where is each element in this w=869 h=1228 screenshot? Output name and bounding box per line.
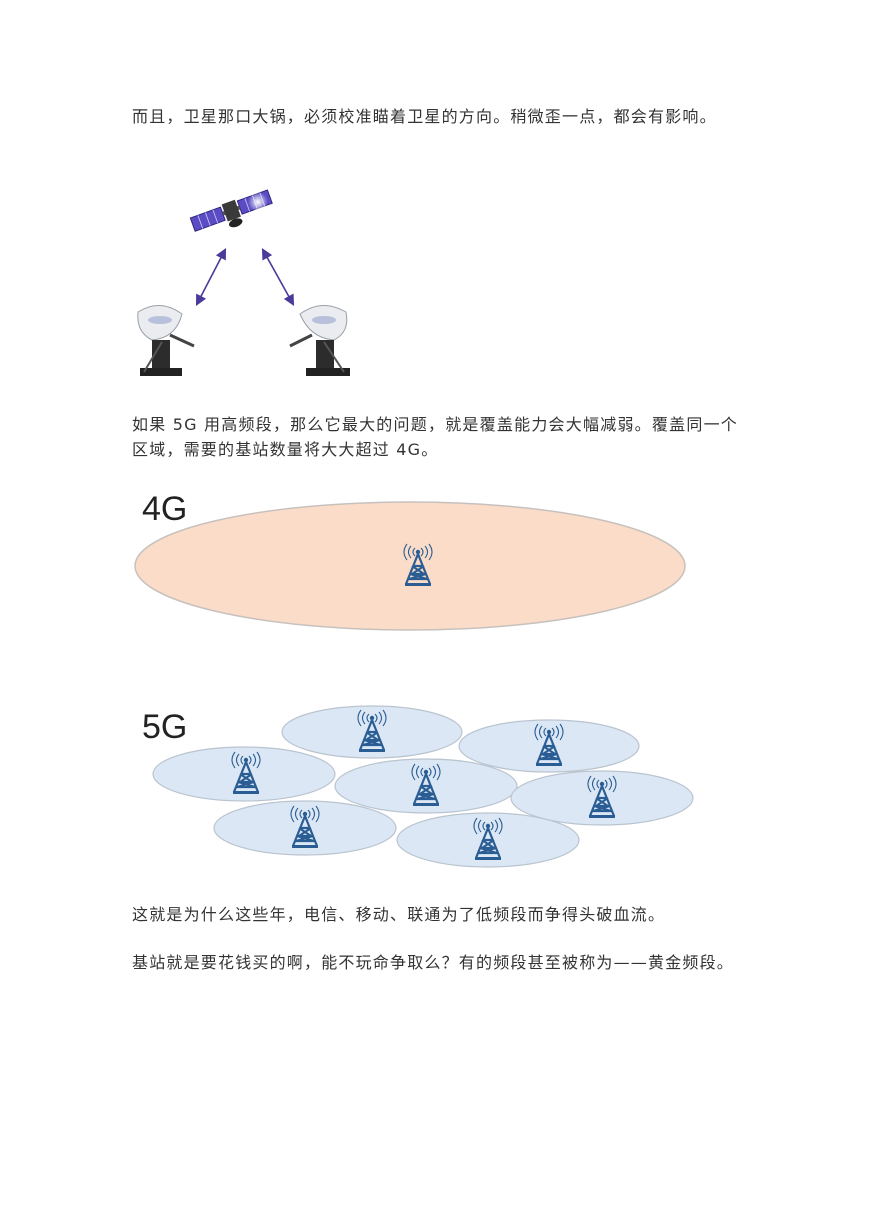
left-link-arrow (195, 248, 227, 306)
label-5g: 5G (142, 708, 187, 746)
cell-4g (134, 501, 686, 631)
paragraph-5g-coverage: 如果 5G 用高频段，那么它最大的问题，就是覆盖能力会大幅减弱。覆盖同一个区域，… (132, 415, 738, 459)
cell-5g (510, 770, 694, 826)
right-dish-icon (289, 305, 350, 376)
paragraph-satellite-dish: 而且，卫星那口大锅，必须校准瞄着卫星的方向。稍微歪一点，都会有影响。 (132, 107, 717, 126)
cell-5g (334, 758, 518, 814)
cell-5g (281, 705, 463, 759)
paragraph-golden-band: 基站就是要花钱买的啊，能不玩命争取么？有的频段甚至被称为——黄金频段。 (132, 953, 735, 972)
cell-5g (213, 800, 397, 856)
cell-5g (458, 719, 640, 773)
label-4g: 4G (142, 490, 187, 528)
cell-5g (152, 746, 336, 802)
satellite-icon (189, 189, 273, 232)
satellite-diagram (137, 189, 350, 376)
coverage-comparison-diagram: 4G 5G (134, 490, 694, 868)
paragraph-low-band-competition: 这就是为什么这些年，电信、移动、联通为了低频段而争得头破血流。 (132, 905, 666, 924)
cell-5g (396, 812, 580, 868)
left-dish-icon (137, 305, 195, 376)
right-link-arrow (261, 248, 295, 306)
